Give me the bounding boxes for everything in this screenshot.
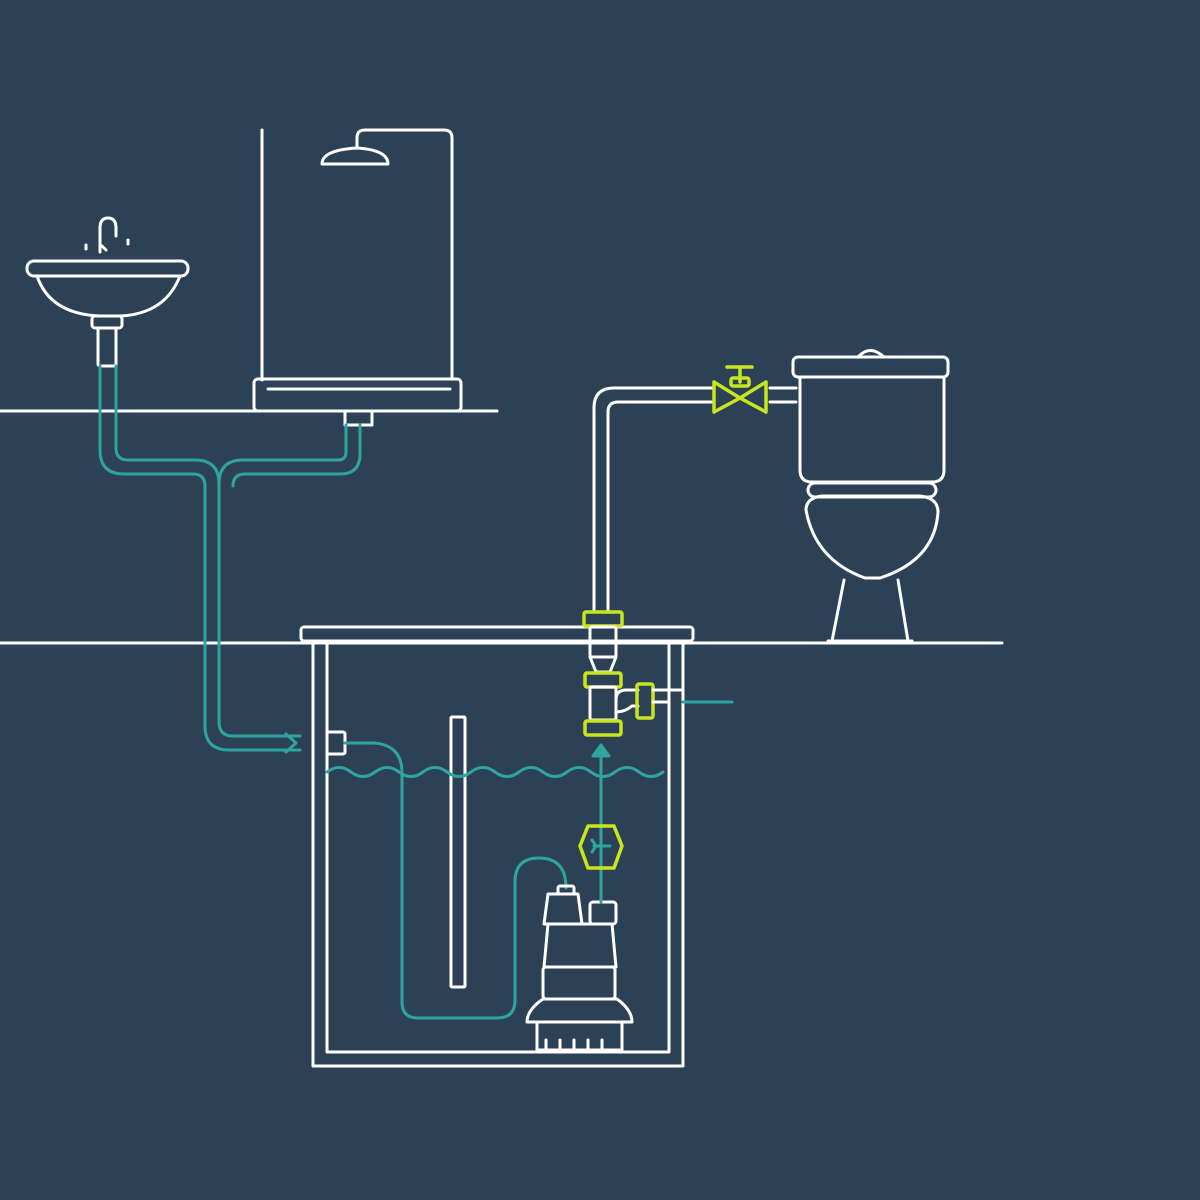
toilet-icon: [791, 349, 950, 643]
wastewater-pipes: [98, 364, 362, 754]
shower-icon: [252, 128, 463, 427]
riser-pipe: [592, 386, 798, 612]
submersible-pump-icon: [525, 884, 634, 1052]
check-valve-icon: [578, 824, 624, 870]
sump-tank-icon: [299, 625, 734, 1068]
shutoff-valve-icon: [712, 365, 768, 414]
discharge-line: [591, 743, 611, 904]
pipe-union-icon: [582, 610, 671, 737]
sink-icon: [25, 216, 190, 368]
float-cable-icon: [343, 741, 568, 1020]
